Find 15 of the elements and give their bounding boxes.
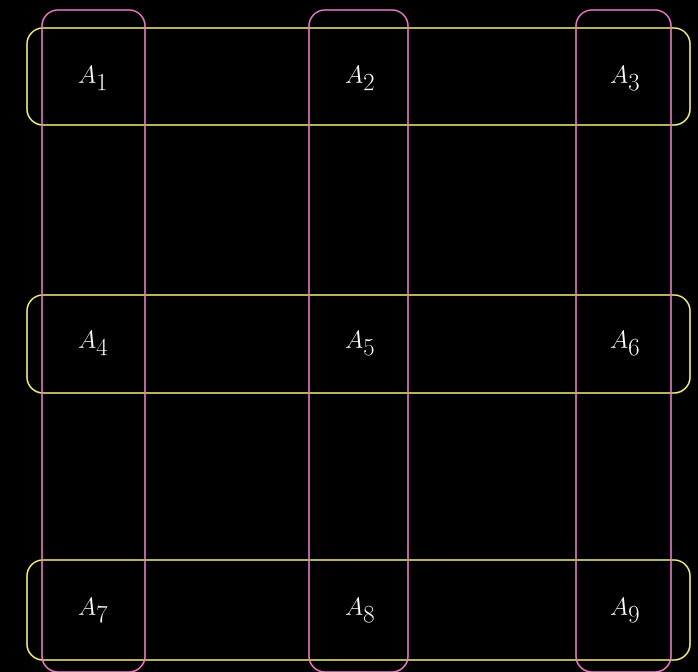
math-label: $A_1$ [78,65,106,90]
rounded-band [26,294,691,394]
rounded-band [41,9,146,672]
math-label: $A_2$ [346,65,374,90]
math-label: $A_6$ [610,330,639,356]
rounded-band [26,559,691,661]
math-label: $A_3$ [610,65,639,91]
rounded-band [308,9,409,672]
math-label: $A_7$ [78,597,108,623]
rounded-band [26,27,691,126]
math-label: $A_9$ [610,597,639,623]
math-label: $A_5$ [346,330,374,356]
math-label: $A_4$ [78,330,108,356]
rounded-band [575,9,672,672]
math-label: $A_8$ [346,597,374,623]
